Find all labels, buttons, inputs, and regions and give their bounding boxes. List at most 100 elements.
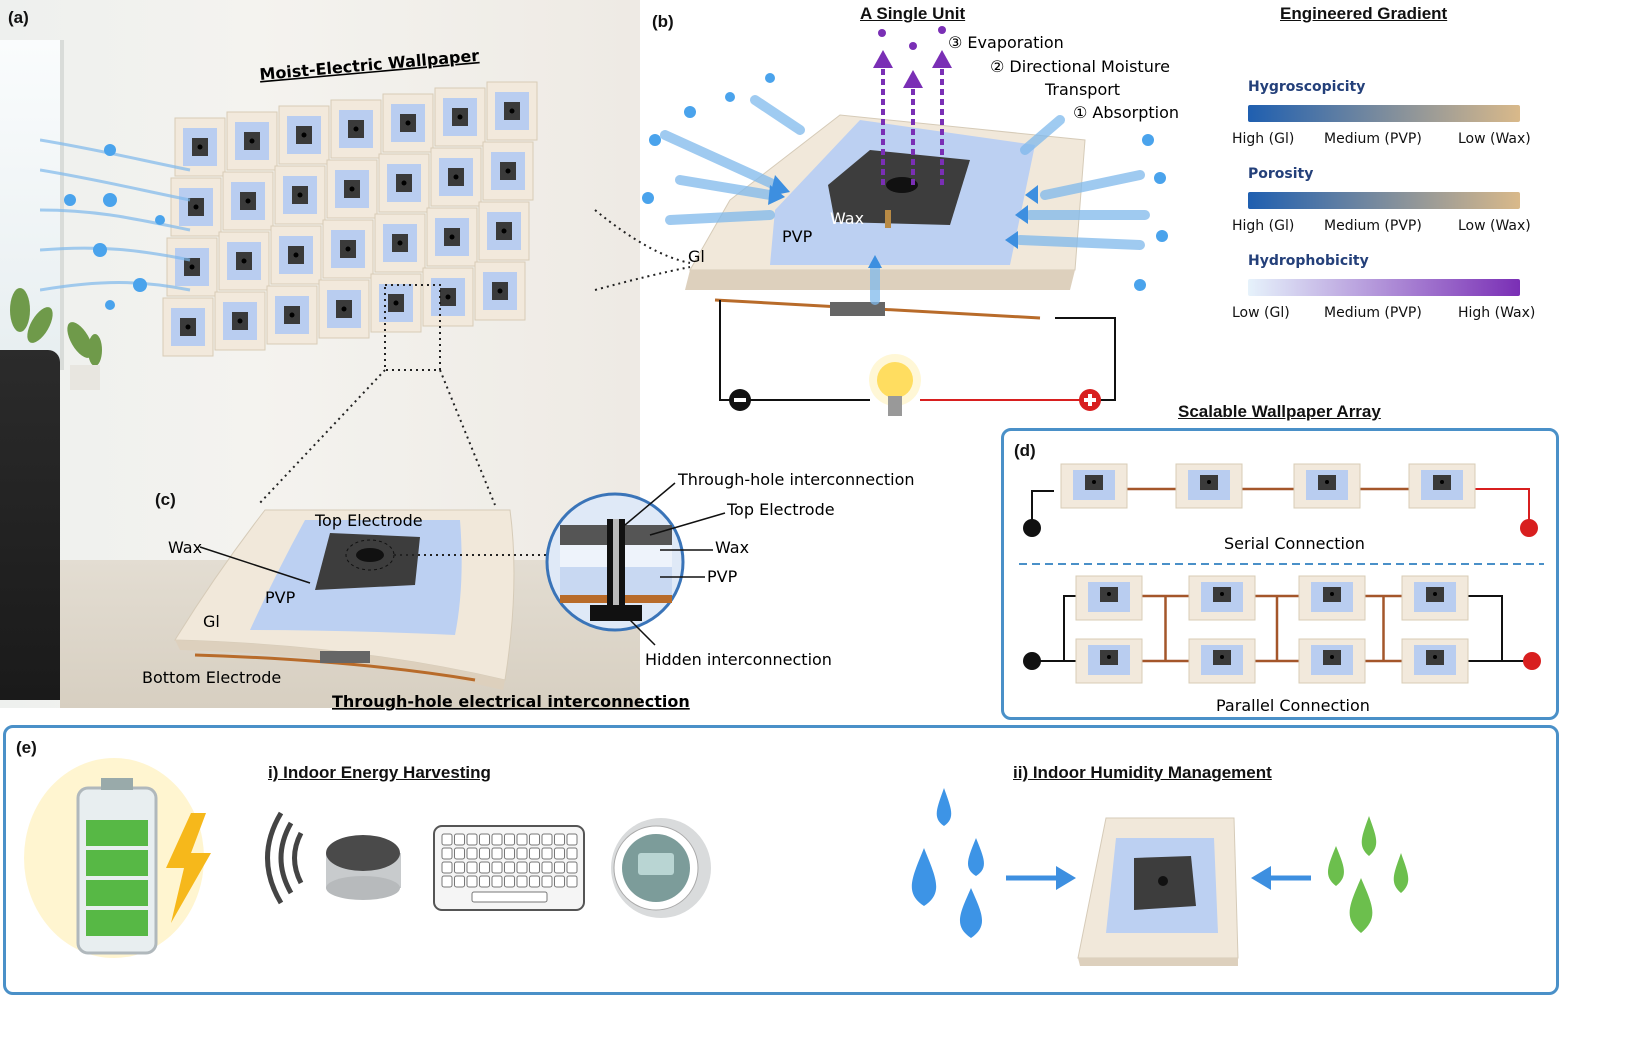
c-callout-wax: Wax bbox=[715, 538, 749, 557]
water-drop-icon-green bbox=[1328, 816, 1409, 933]
c-wax: Wax bbox=[168, 538, 202, 557]
mini-tile bbox=[1075, 638, 1143, 684]
mini-tile bbox=[1188, 575, 1256, 621]
wallpaper-tile bbox=[318, 279, 370, 339]
label-gl: Gl bbox=[688, 247, 705, 266]
panel-d-label: (d) bbox=[1014, 441, 1036, 460]
panel-c: (c) Top Electrode Wax PVP Gl Bottom Elec… bbox=[135, 465, 955, 715]
c-callout-hidden: Hidden interconnection bbox=[645, 650, 832, 669]
wallpaper-tile bbox=[162, 297, 214, 357]
c-callout-through-hole: Through-hole interconnection bbox=[677, 470, 915, 489]
chair bbox=[0, 350, 60, 700]
panel-e-sub1: i) Indoor Energy Harvesting bbox=[268, 763, 491, 782]
wallpaper-tile bbox=[486, 81, 538, 141]
gradient-bar bbox=[1248, 105, 1520, 122]
step-3: ③ Evaporation bbox=[948, 33, 1064, 52]
wallpaper-tile bbox=[278, 105, 330, 165]
mini-tile bbox=[1401, 575, 1469, 621]
label-wax: Wax bbox=[830, 209, 864, 228]
plant bbox=[0, 280, 110, 410]
single-unit: ③ Evaporation ② Directional Moisture Tra… bbox=[642, 26, 1179, 416]
array-diagram: Serial Connection Parallel Connection bbox=[1019, 463, 1544, 715]
gradient-bar-right-label: Low (Wax) bbox=[1458, 131, 1531, 147]
light-bulb-icon bbox=[869, 354, 921, 416]
panel-b: (b) A Single Unit bbox=[640, 0, 1185, 430]
step-1: ① Absorption bbox=[1073, 103, 1179, 122]
panel-a: (a) Moist-Electric Wallpaper bbox=[0, 0, 640, 708]
mini-tile bbox=[1060, 463, 1128, 509]
battery-icon bbox=[24, 758, 204, 958]
mini-tile bbox=[1188, 638, 1256, 684]
gradient-bar bbox=[1248, 279, 1520, 296]
humidity-tile bbox=[1077, 817, 1239, 966]
wallpaper-tile bbox=[274, 165, 326, 225]
panel-e-sub2: ii) Indoor Humidity Management bbox=[1013, 763, 1272, 782]
panel-a-label: (a) bbox=[8, 8, 29, 27]
step-2b: Transport bbox=[1044, 80, 1120, 99]
gradient-bar-name: Hygroscopicity bbox=[1248, 79, 1366, 95]
wallpaper-tile bbox=[434, 87, 486, 147]
wallpaper-tile bbox=[218, 231, 270, 291]
mini-tile bbox=[1075, 575, 1143, 621]
panel-e-label: (e) bbox=[16, 738, 37, 757]
wallpaper-tile bbox=[374, 213, 426, 273]
c-gl: Gl bbox=[203, 612, 220, 631]
panel-e-illustration bbox=[24, 758, 1409, 966]
panel-c-diagram: Top Electrode Wax PVP Gl Bottom Electrod… bbox=[142, 470, 915, 711]
sensor-icon bbox=[326, 835, 401, 900]
wallpaper-tile bbox=[426, 207, 478, 267]
wallpaper-tile bbox=[326, 159, 378, 219]
wallpaper-tile bbox=[222, 171, 274, 231]
gradient-bar-left-label: Low (Gl) bbox=[1232, 305, 1290, 321]
cross-section-zoom bbox=[545, 492, 685, 632]
gradient-bar-name: Hydrophobicity bbox=[1248, 253, 1369, 269]
wallpaper-tile bbox=[422, 267, 474, 327]
mini-tile bbox=[1298, 638, 1366, 684]
gradient-bar-mid-label: Medium (PVP) bbox=[1324, 305, 1422, 321]
c-top-electrode: Top Electrode bbox=[314, 511, 423, 530]
label-pvp: PVP bbox=[782, 227, 813, 246]
panel-c-label: (c) bbox=[155, 490, 176, 509]
panel-d-title: Scalable Wallpaper Array bbox=[1178, 402, 1381, 421]
mini-tile bbox=[1401, 638, 1469, 684]
zoom-lines-ab bbox=[594, 209, 691, 291]
wallpaper-tile bbox=[266, 285, 318, 345]
panel-b-title: A Single Unit bbox=[860, 4, 966, 23]
mini-tile bbox=[1408, 463, 1476, 509]
step-2: ② Directional Moisture bbox=[990, 57, 1170, 76]
lightning-icon bbox=[166, 813, 211, 923]
mini-tile bbox=[1298, 575, 1366, 621]
c-pvp: PVP bbox=[265, 588, 296, 607]
gradient-bar-right-label: High (Wax) bbox=[1458, 305, 1536, 321]
c-callout-pvp: PVP bbox=[707, 567, 738, 586]
wallpaper-grid: Moist-Electric Wallpaper bbox=[162, 46, 538, 357]
c-title: Through-hole electrical interconnection bbox=[332, 692, 690, 711]
gradient-bar-name: Porosity bbox=[1248, 166, 1314, 182]
wallpaper-tile bbox=[474, 261, 526, 321]
panel-b-label: (b) bbox=[652, 12, 674, 31]
zoom-lines bbox=[257, 284, 496, 506]
gradient-bar bbox=[1248, 192, 1520, 209]
wallpaper-tile bbox=[322, 219, 374, 279]
wallpaper-tile bbox=[174, 117, 226, 177]
c-callout-top-electrode: Top Electrode bbox=[726, 500, 835, 519]
arrow-icon bbox=[1006, 866, 1311, 890]
keyboard-icon bbox=[433, 825, 585, 911]
water-drop-icon bbox=[64, 144, 165, 310]
wallpaper-tile bbox=[170, 177, 222, 237]
gradient-bar-right-label: Low (Wax) bbox=[1458, 218, 1531, 234]
wallpaper-tile bbox=[330, 99, 382, 159]
wallpaper-tile bbox=[478, 201, 530, 261]
gradient-bar-left-label: High (Gl) bbox=[1232, 131, 1295, 147]
serial-label: Serial Connection bbox=[1224, 534, 1365, 553]
gradient-bar-left-label: High (Gl) bbox=[1232, 218, 1295, 234]
gradient-title: Engineered Gradient bbox=[1280, 4, 1448, 23]
wifi-icon bbox=[265, 811, 304, 905]
panel-d: (d) Serial Connection Parallel Connectio… bbox=[1001, 428, 1559, 720]
panel-e: (e) i) Indoor Energy Harvesting ii) Indo… bbox=[3, 725, 1559, 995]
wallpaper-tile bbox=[270, 225, 322, 285]
gradient-bar-mid-label: Medium (PVP) bbox=[1324, 218, 1422, 234]
